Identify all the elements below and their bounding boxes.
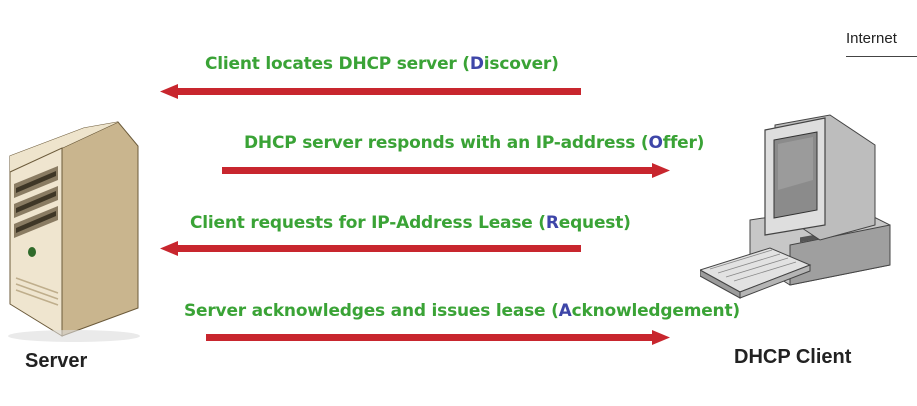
message-discover: Client locates DHCP server (Discover)	[205, 54, 559, 74]
message-offer-text-end: ffer)	[662, 133, 705, 153]
arrow-acknowledgement-right	[206, 330, 670, 345]
message-offer-letter: O	[648, 133, 663, 153]
message-request: Client requests for IP-Address Lease (Re…	[190, 213, 631, 233]
arrow-discover-left	[160, 84, 581, 99]
message-acknowledgement: Server acknowledges and issues lease (Ac…	[184, 301, 740, 321]
message-request-text-end: equest)	[558, 213, 631, 233]
message-acknowledgement-text-start: Server acknowledges and issues lease (	[184, 301, 559, 321]
server-label: Server	[25, 350, 88, 372]
client-label: DHCP Client	[734, 346, 852, 368]
message-discover-letter: D	[469, 54, 484, 74]
internet-underline	[846, 56, 917, 57]
message-discover-text-start: Client locates DHCP server (	[205, 54, 470, 74]
internet-label: Internet	[846, 30, 897, 47]
arrow-offer-right	[222, 163, 670, 178]
computer-icon	[700, 114, 891, 299]
message-discover-text-end: iscover)	[483, 54, 559, 74]
server-icon	[8, 121, 140, 342]
arrow-request-left	[160, 241, 581, 256]
message-request-letter: R	[545, 213, 559, 233]
message-acknowledgement-text-end: cknowledgement)	[571, 301, 741, 321]
message-offer-text-start: DHCP server responds with an IP-address …	[244, 133, 649, 153]
message-offer: DHCP server responds with an IP-address …	[244, 133, 704, 153]
message-request-text-start: Client requests for IP-Address Lease (	[190, 213, 546, 233]
message-acknowledgement-letter: A	[558, 301, 572, 321]
